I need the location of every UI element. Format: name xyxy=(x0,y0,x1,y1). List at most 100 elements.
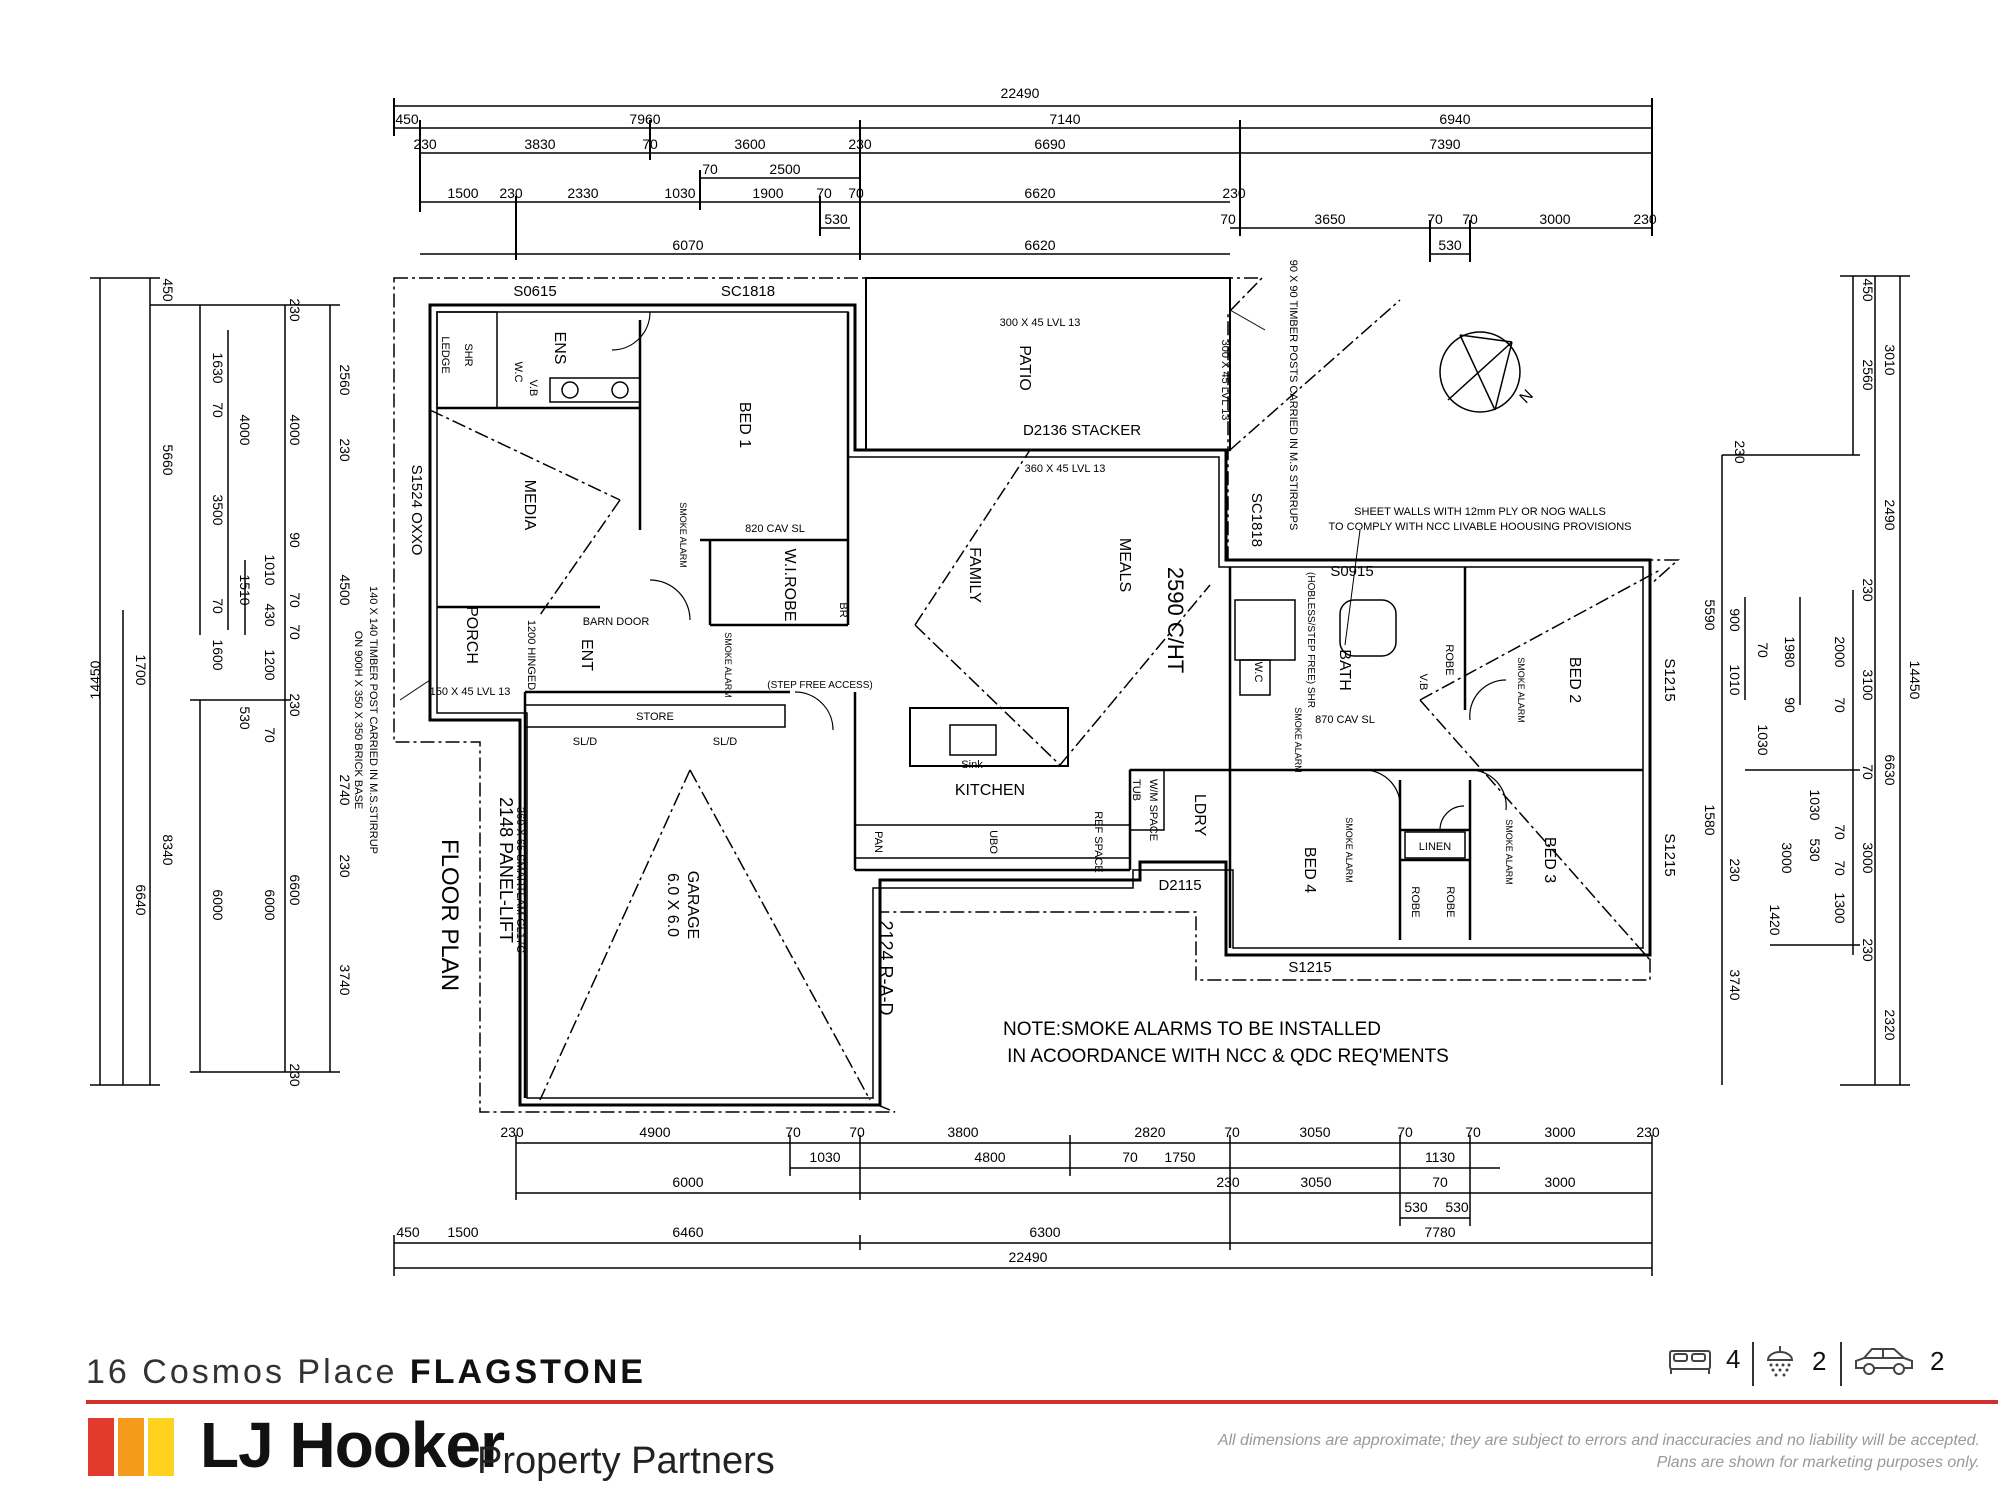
dimension-label: 1030 xyxy=(664,185,695,201)
dimension-label: 230 xyxy=(413,136,437,152)
room-family: FAMILY xyxy=(966,547,983,603)
dimension-label: 3650 xyxy=(1314,211,1345,227)
dimension-label: 6620 xyxy=(1024,237,1055,253)
dimension-label: 1130 xyxy=(1425,1149,1455,1165)
window-s0615: S0615 xyxy=(513,283,556,300)
dimension-label: 3050 xyxy=(1299,1124,1330,1140)
ref-label: REF SPACE xyxy=(1092,811,1104,873)
dimension-label: 4000 xyxy=(287,414,303,445)
dimension-label: 70 xyxy=(785,1124,801,1140)
door-d2115: D2115 xyxy=(1158,877,1201,894)
dimension-label: 90 xyxy=(287,532,303,548)
dimension-label: 6640 xyxy=(133,884,149,915)
dimension-label: 230 xyxy=(1633,211,1657,227)
accent-divider xyxy=(86,1400,1998,1404)
dimension-label: 230 xyxy=(1222,185,1246,201)
wc-bath: W.C xyxy=(1252,662,1264,683)
vb-ens: V.B xyxy=(527,380,539,397)
dimension-label: 1300 xyxy=(1832,892,1848,923)
sheet-walls-1: SHEET WALLS WITH 12mm PLY OR NOG WALLS xyxy=(1354,506,1606,518)
smoke-note-1: NOTE:SMOKE ALARMS TO BE INSTALLED xyxy=(1003,1019,1381,1040)
dimension-label: 70 xyxy=(642,136,658,152)
timber-post-1: 140 X 140 TIMBER POST CARRIED IN M.S.STI… xyxy=(367,586,379,854)
dimension-label: 430 xyxy=(262,603,278,627)
dimension-label: 7140 xyxy=(1049,111,1080,127)
dimension-label: 230 xyxy=(1860,578,1876,602)
room-media: MEDIA xyxy=(521,480,538,531)
beam-family: 360 X 45 LVL 13 xyxy=(1025,463,1106,475)
robe-bed4: ROBE xyxy=(1409,886,1421,917)
dimension-label: 70 xyxy=(1432,1174,1448,1190)
dimension-label: 1500 xyxy=(447,1224,478,1240)
dimension-label: 6940 xyxy=(1439,111,1470,127)
robe-bed3: ROBE xyxy=(1444,886,1456,917)
dimension-label: 1580 xyxy=(1702,804,1718,835)
sliding-door-2: SL/D xyxy=(713,736,738,748)
bed-icon xyxy=(1668,1345,1712,1375)
dimension-label: 230 xyxy=(337,854,353,878)
dimension-label: 1010 xyxy=(1727,664,1743,695)
wc-ens: W.C xyxy=(512,362,524,383)
beam-side: 300 X 45 LVL 13 xyxy=(1219,340,1231,421)
linen-outline xyxy=(1404,831,1466,859)
construction-notes: 2590 C/HT 300 X 45 LVL 13 300 X 45 LVL 1… xyxy=(352,260,1631,1067)
beam-patio: 300 X 45 LVL 13 xyxy=(1000,317,1081,329)
dim-top-overall: 22490 xyxy=(1001,85,1040,101)
dimension-label: 1030 xyxy=(809,1149,840,1165)
dimension-label: 230 xyxy=(499,185,523,201)
step-free-access: (STEP FREE ACCESS) xyxy=(767,680,872,691)
dimension-label: 6630 xyxy=(1882,754,1898,785)
posts-note: 90 X 90 TIMBER POSTS CARRIED IN M.S STIR… xyxy=(1287,260,1299,531)
bed-count: 4 xyxy=(1726,1344,1741,1374)
room-patio: PATIO xyxy=(1016,345,1033,391)
dimension-label: 70 xyxy=(849,1124,865,1140)
dimension-label: 2820 xyxy=(1134,1124,1165,1140)
ledge-label: LEDGE xyxy=(439,336,451,373)
dimension-label: 70 xyxy=(1465,1124,1481,1140)
dimension-label: 3740 xyxy=(337,964,353,995)
bath-fixture xyxy=(1339,599,1397,657)
room-ent: ENT xyxy=(578,639,595,671)
suburb: FLAGSTONE xyxy=(409,1353,646,1391)
feature-divider xyxy=(1752,1342,1754,1386)
wm-label: W/M SPACE xyxy=(1147,779,1159,841)
dimension-label: 3010 xyxy=(1882,344,1898,375)
smoke-alarm-bed1: SMOKE ALARM xyxy=(678,502,688,568)
dimension-label: 2560 xyxy=(337,364,353,395)
dimension-label: 2330 xyxy=(567,185,598,201)
dimension-label: 70 xyxy=(1860,764,1876,780)
sliding-door-1: SL/D xyxy=(573,736,598,748)
dimension-label: 230 xyxy=(1636,1124,1660,1140)
compass-rose xyxy=(1439,331,1521,413)
room-bath: BATH xyxy=(1336,649,1353,690)
lj-hooker-logo xyxy=(88,1418,180,1476)
shower-icon xyxy=(1762,1344,1798,1378)
dimension-label: 2500 xyxy=(769,161,800,177)
left-dimension-labels: 450 230 2560 1630 70 4000 4000 230 5660 … xyxy=(87,278,353,1087)
dimension-label: 7780 xyxy=(1424,1224,1455,1240)
dimension-label: 230 xyxy=(287,1063,303,1087)
door-panel-lift: 2148 PANEL-LIFT xyxy=(496,797,516,943)
ubo-label: UBO xyxy=(987,830,999,854)
dimension-label: 230 xyxy=(1727,858,1743,882)
car-count: 2 xyxy=(1930,1345,1945,1376)
ceiling-height: 2590 C/HT xyxy=(1163,567,1188,673)
left-dimensions xyxy=(90,277,340,1086)
dimension-label: 4500 xyxy=(337,574,353,605)
room-bed4: BED 4 xyxy=(1301,847,1318,893)
dimension-label: 70 xyxy=(1122,1149,1138,1165)
top-dimensions xyxy=(393,98,1653,262)
window-s1524: S1524 OXXO xyxy=(408,465,425,556)
dimension-label: 1030 xyxy=(1755,724,1771,755)
bath-count-feature: 2 xyxy=(1762,1344,1826,1378)
dim-bottom-overall: 22490 xyxy=(1009,1249,1048,1265)
dimension-label: 70 xyxy=(287,592,303,608)
internal-walls xyxy=(437,312,1643,1098)
dimension-label: 70 xyxy=(702,161,718,177)
dimension-label: 530 xyxy=(1445,1199,1469,1215)
dimension-label: 2740 xyxy=(337,774,353,805)
disclaimer-line-1: All dimensions are approximate; they are… xyxy=(1217,1432,1980,1449)
dimension-label: 70 xyxy=(1224,1124,1240,1140)
lintel-note: 150 X 45 LVL 13 xyxy=(430,686,511,698)
vb-bath: V.B xyxy=(1417,674,1429,691)
